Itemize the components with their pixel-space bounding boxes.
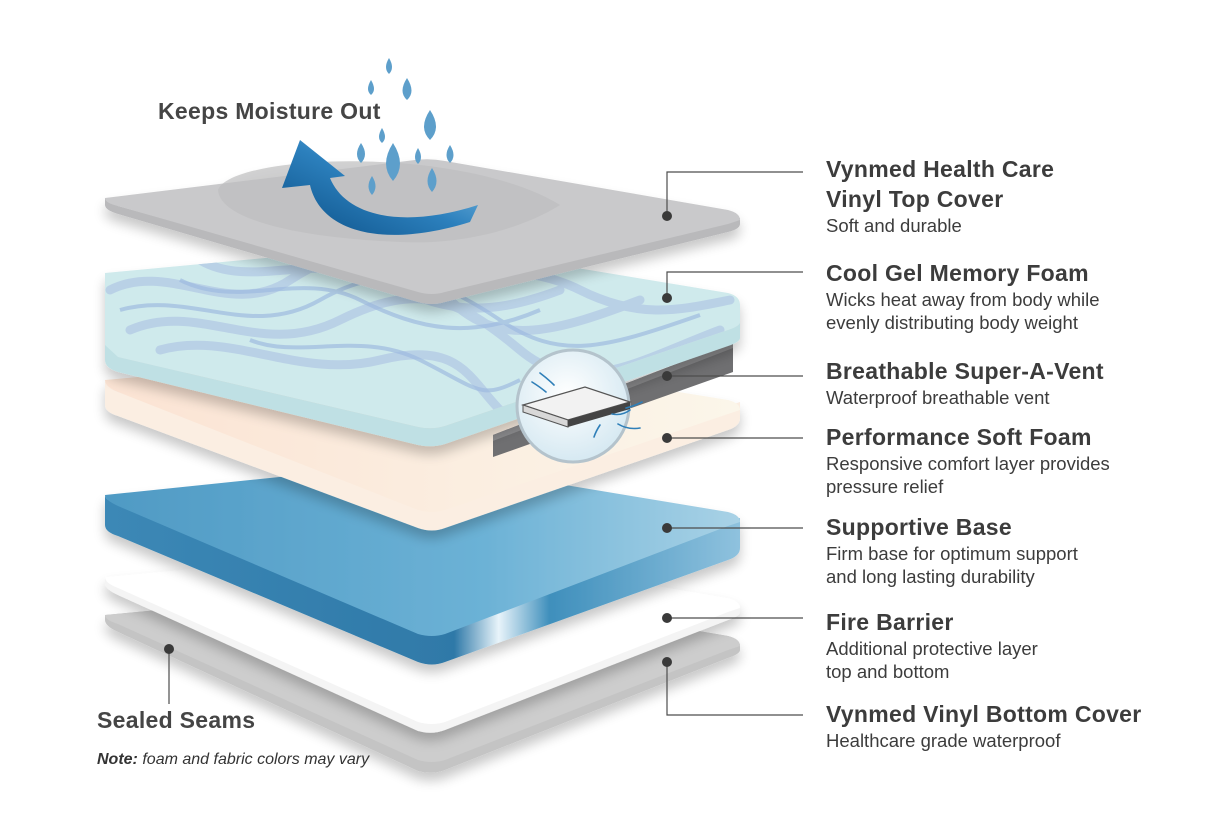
label-desc: evenly distributing body weight (826, 312, 1078, 333)
label-desc: Waterproof breathable vent (826, 387, 1050, 408)
label-title: Performance Soft Foam (826, 424, 1092, 450)
arrow-icon (282, 140, 478, 235)
note-label: Note: (97, 751, 138, 768)
label-desc: and long lasting durability (826, 566, 1035, 587)
label-desc: pressure relief (826, 476, 944, 497)
label-desc: Responsive comfort layer provides (826, 453, 1110, 474)
label-title: Vynmed Vinyl Bottom Cover (826, 701, 1142, 727)
label-desc: Wicks heat away from body while (826, 289, 1100, 310)
leader-lines (168, 171, 803, 716)
label-supportive-base: Supportive Base Firm base for optimum su… (826, 512, 1078, 588)
colors-note: Note: foam and fabric colors may vary (97, 751, 369, 769)
label-gel-foam: Cool Gel Memory Foam Wicks heat away fro… (826, 258, 1100, 334)
label-desc: Firm base for optimum support (826, 543, 1078, 564)
label-fire-barrier: Fire Barrier Additional protective layer… (826, 607, 1038, 683)
label-title: Supportive Base (826, 514, 1012, 540)
label-desc: Additional protective layer (826, 638, 1038, 659)
label-title: Vinyl Top Cover (826, 186, 1004, 212)
label-vent: Breathable Super-A-Vent Waterproof breat… (826, 356, 1104, 409)
label-bottom-cover: Vynmed Vinyl Bottom Cover Healthcare gra… (826, 699, 1142, 752)
label-title: Vynmed Health Care (826, 156, 1055, 182)
keeps-moisture-out-callout: Keeps Moisture Out (158, 98, 381, 124)
label-soft-foam: Performance Soft Foam Responsive comfort… (826, 422, 1110, 498)
supportive-base-layer (105, 462, 740, 665)
label-desc: top and bottom (826, 661, 950, 682)
sealed-seams-callout: Sealed Seams (97, 707, 256, 733)
leader-dots (164, 211, 672, 667)
water-drop-icon (357, 58, 454, 195)
vent-magnifier-icon (515, 348, 643, 464)
label-title: Fire Barrier (826, 609, 954, 635)
label-top-cover: Vynmed Health Care Vinyl Top Cover Soft … (826, 154, 1054, 237)
note-text: foam and fabric colors may vary (142, 751, 370, 768)
label-title: Cool Gel Memory Foam (826, 260, 1089, 286)
label-desc: Soft and durable (826, 215, 962, 236)
label-desc: Healthcare grade waterproof (826, 730, 1061, 751)
label-title: Breathable Super-A-Vent (826, 358, 1104, 384)
